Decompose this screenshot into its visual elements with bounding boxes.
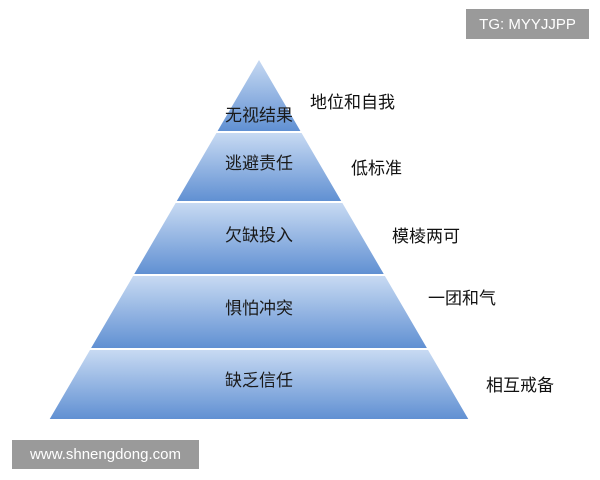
pyramid-annotation-4: 一团和气 [428,289,496,309]
watermark-top-right: TG: MYYJJPP [466,9,589,39]
pyramid-annotation-5: 相互戒备 [486,376,554,396]
pyramid-annotation-3: 模棱两可 [392,227,460,247]
watermark-bottom-left: www.shnengdong.com [12,440,199,469]
pyramid-annotation-2: 低标准 [351,159,402,179]
pyramid-tier-label-1: 无视结果 [225,106,293,126]
pyramid-tier-label-4: 惧怕冲突 [225,299,293,319]
pyramid-tiers [46,56,472,421]
pyramid-tier-label-5: 缺乏信任 [225,371,293,391]
pyramid-tier-label-3: 欠缺投入 [225,226,293,246]
pyramid-annotation-1: 地位和自我 [310,93,395,113]
pyramid-tier-label-2: 逃避责任 [225,154,293,174]
pyramid-tier-5 [46,348,472,421]
